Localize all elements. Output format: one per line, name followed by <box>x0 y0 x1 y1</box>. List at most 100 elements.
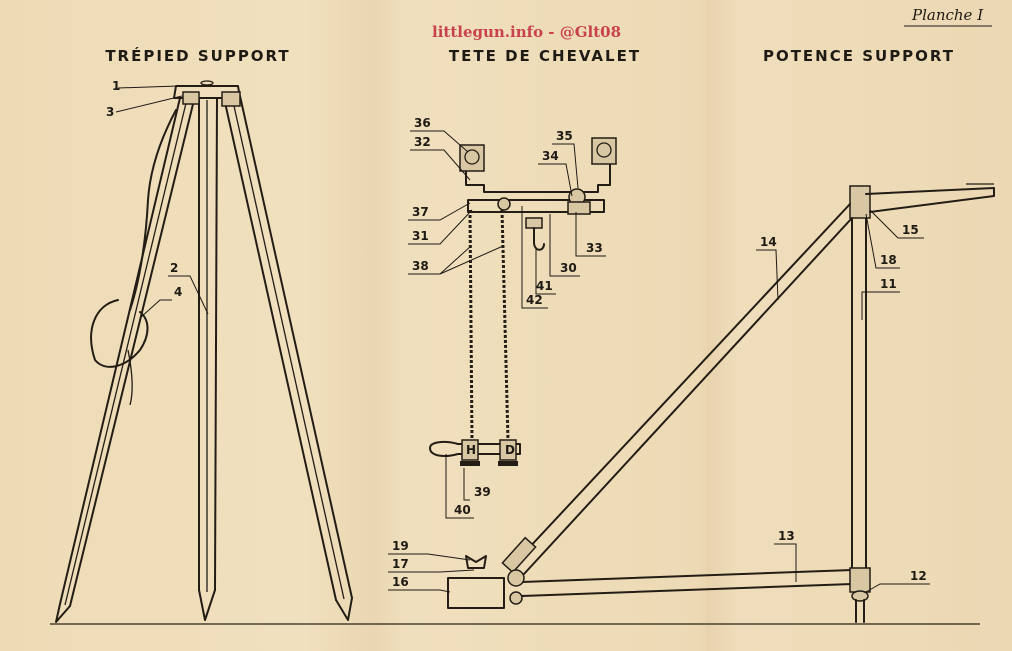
cradle-trunnion-left <box>459 144 485 172</box>
cradle-trunnion-right <box>591 137 617 165</box>
handle-mark-d: D <box>505 443 515 457</box>
gallows-bottom-rail <box>521 569 853 597</box>
leader-3 <box>115 95 183 113</box>
callout-17: 17 <box>392 557 409 571</box>
gallows-lower-collar <box>849 567 871 593</box>
gallows-mast-head <box>849 185 871 219</box>
gallows-callouts: 14 15 18 11 13 12 19 17 16 <box>388 209 930 593</box>
gallows-base-block <box>447 577 505 609</box>
callout-11: 11 <box>880 277 897 291</box>
leader-11 <box>861 291 900 320</box>
leader-30 <box>549 214 580 277</box>
callout-18: 18 <box>880 253 897 267</box>
hook <box>533 227 545 251</box>
tripod-strap-tail <box>127 349 133 406</box>
tripod-strap-loop <box>90 299 149 368</box>
leader-42 <box>521 206 548 309</box>
callout-30: 30 <box>560 261 577 275</box>
callout-3: 3 <box>106 105 114 119</box>
leader-4 <box>139 299 172 319</box>
callout-40: 40 <box>454 503 471 517</box>
callout-16: 16 <box>392 575 409 589</box>
callout-42: 42 <box>526 293 543 307</box>
leader-34 <box>538 163 573 197</box>
plate-label-group: Planche I <box>904 6 992 27</box>
cradle-trunnion-right-hole <box>596 142 612 158</box>
callout-14: 14 <box>760 235 777 249</box>
cradle-yoke <box>465 149 611 193</box>
callout-4: 4 <box>174 285 182 299</box>
callout-33: 33 <box>586 241 603 255</box>
tripod-drawing <box>55 80 353 623</box>
callout-15: 15 <box>902 223 919 237</box>
cradle-pivot <box>497 197 511 211</box>
leader-38b <box>439 245 504 275</box>
tripod-callouts: 1 3 2 4 <box>106 79 209 319</box>
tripod-head-pin <box>200 80 214 86</box>
leader-39 <box>463 468 470 501</box>
leader-15 <box>869 209 924 239</box>
gallows-mast <box>851 197 867 591</box>
gallows-foot <box>855 599 865 623</box>
tripod-leg-middle-spike <box>198 589 216 621</box>
callout-13: 13 <box>778 529 795 543</box>
cradle-callouts: 36 32 35 34 37 31 38 33 30 41 42 39 40 <box>408 116 606 519</box>
tripod-hinge-right <box>221 91 241 107</box>
callout-41: 41 <box>536 279 553 293</box>
tripod-leg-middle <box>198 97 218 591</box>
leader-16 <box>388 589 451 593</box>
leader-1 <box>117 85 179 89</box>
callout-12: 12 <box>910 569 927 583</box>
tripod-leg-left <box>59 97 195 607</box>
leader-13 <box>774 543 797 582</box>
leader-19 <box>388 553 471 561</box>
handle-block-left <box>461 439 479 461</box>
elevation-handle-bar <box>429 440 521 457</box>
callout-35: 35 <box>556 129 573 143</box>
callout-32: 32 <box>414 135 431 149</box>
chain-left <box>468 209 474 441</box>
watermark: littlegun.info - @Glt08 <box>432 23 621 41</box>
cradle-head-drawing: H D <box>429 137 617 466</box>
gallows-base-gear <box>509 591 523 605</box>
hook-swivel <box>525 217 543 229</box>
cradle-base-plate <box>467 199 605 213</box>
handle-mark-h: H <box>466 443 476 457</box>
gallows-top-arm <box>865 187 995 213</box>
tripod-sling <box>129 109 177 311</box>
section-title-gallows: POTENCE SUPPORT <box>763 47 955 65</box>
leader-41 <box>535 248 556 295</box>
gallows-strut <box>511 203 853 575</box>
gallows-base-pivot <box>507 569 525 587</box>
cradle-clamp-block <box>567 201 591 215</box>
callout-1: 1 <box>112 79 120 93</box>
callout-34: 34 <box>542 149 559 163</box>
leader-18 <box>865 213 900 269</box>
tripod-leg-right-centerline <box>231 96 345 600</box>
callout-36: 36 <box>414 116 431 130</box>
callout-37: 37 <box>412 205 429 219</box>
leader-17 <box>388 569 475 573</box>
leader-2 <box>168 275 209 315</box>
adjust-screw-left <box>460 461 480 466</box>
tripod-leg-right <box>223 95 353 601</box>
tripod-leg-left-centerline <box>64 98 188 606</box>
handle-block-right <box>499 439 517 461</box>
tripod-leg-right-spike <box>335 597 353 621</box>
callout-2: 2 <box>170 261 178 275</box>
section-title-cradle-head: TETE DE CHEVALET <box>449 47 641 65</box>
leader-33 <box>575 212 606 257</box>
leader-31 <box>408 209 473 245</box>
cradle-trunnion-left-hole <box>464 149 480 165</box>
gallows-strut-sleeve <box>501 536 537 574</box>
wing-nut-icon <box>465 555 487 569</box>
gallows-drawing <box>447 183 995 623</box>
leader-40 <box>445 454 474 519</box>
tripod-leg-left-spike <box>55 603 71 623</box>
callout-31: 31 <box>412 229 429 243</box>
chain-right <box>500 209 510 441</box>
callout-38: 38 <box>412 259 429 273</box>
leader-36 <box>410 130 469 153</box>
